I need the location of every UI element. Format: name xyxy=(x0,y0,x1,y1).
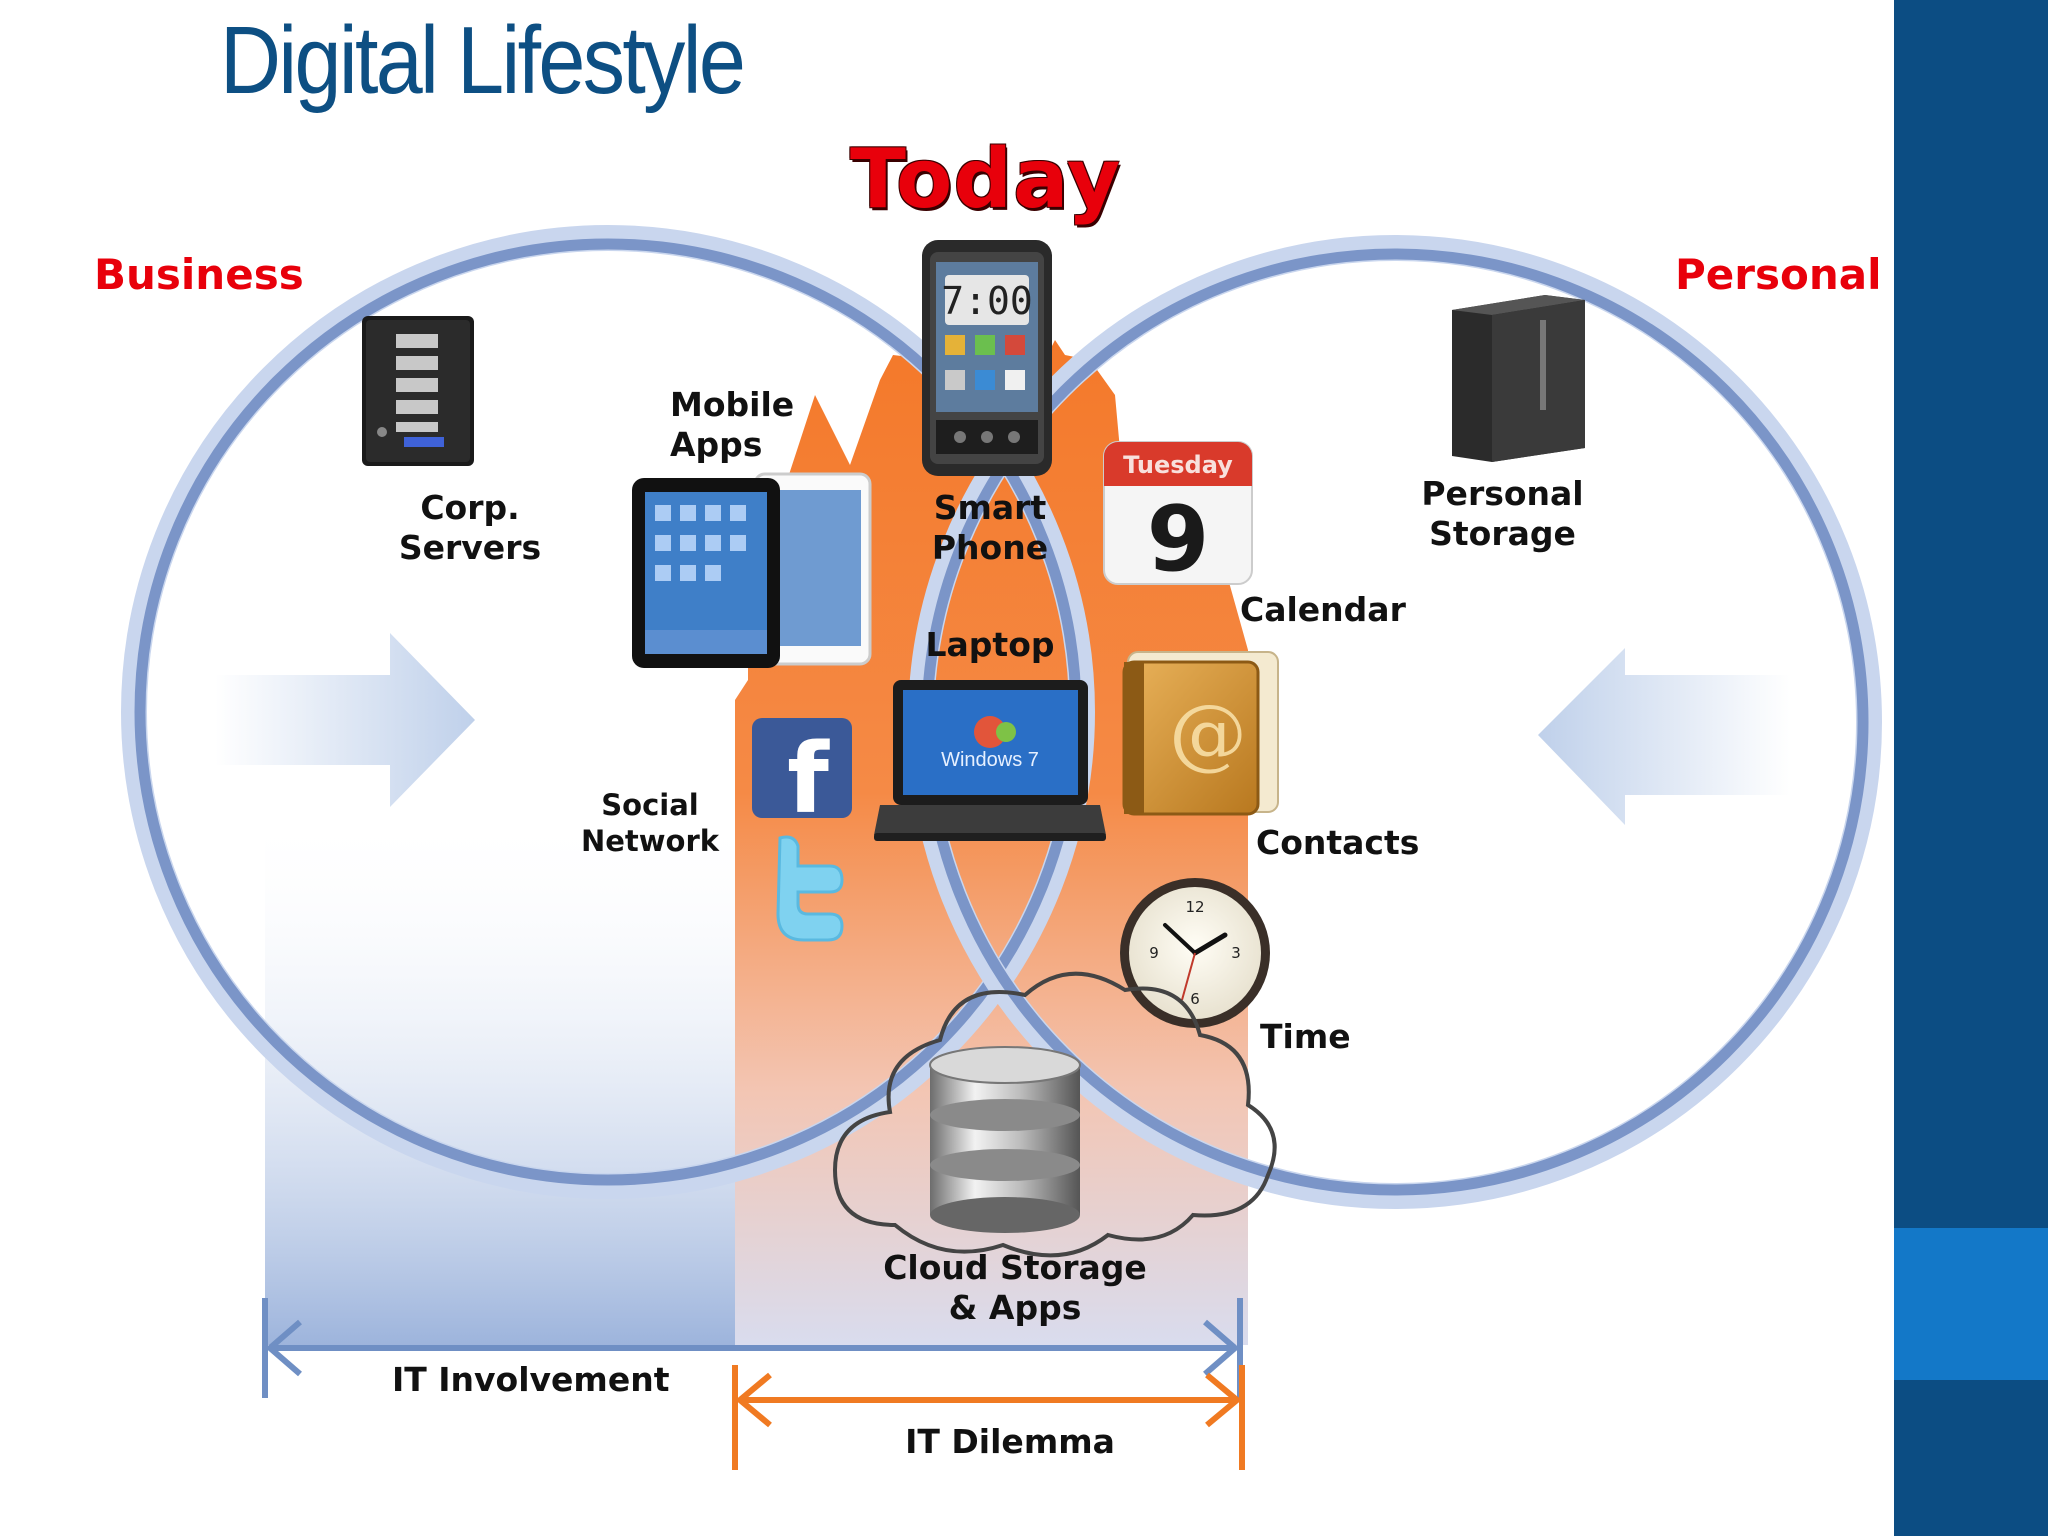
label-laptop: Laptop xyxy=(925,625,1055,664)
page-title: Digital Lifestyle xyxy=(220,7,746,114)
label-contacts: Contacts xyxy=(1256,823,1420,862)
label-corp-servers: Corp. Servers xyxy=(398,488,542,567)
tablet-icon xyxy=(632,472,872,668)
calendar-date-text: 9 xyxy=(1147,487,1210,592)
label-time: Time xyxy=(1260,1017,1351,1056)
twitter-icon xyxy=(776,835,844,942)
arrow-left-icon xyxy=(1538,648,1790,825)
calendar-day-text: Tuesday xyxy=(1123,451,1233,479)
clock-icon: 12 3 6 9 xyxy=(1120,878,1270,1028)
svg-text:6: 6 xyxy=(1190,990,1200,1008)
label-it-dilemma: IT Dilemma xyxy=(905,1422,1115,1461)
label-smart-phone: Smart Phone xyxy=(931,488,1049,567)
it-involvement-arrow xyxy=(262,1298,1243,1398)
arrow-right-icon xyxy=(215,633,475,807)
server-icon xyxy=(362,316,474,466)
label-social-network: Social Network xyxy=(580,788,720,858)
side-panel-accent xyxy=(1894,1228,2048,1380)
label-personal-storage: Personal Storage xyxy=(1421,474,1584,553)
svg-text:12: 12 xyxy=(1185,898,1204,916)
hard-drive-icon xyxy=(1452,295,1585,462)
label-calendar: Calendar xyxy=(1240,590,1406,629)
label-it-involvement: IT Involvement xyxy=(392,1360,670,1399)
phone-clock-text: 7:00 xyxy=(941,279,1033,323)
facebook-symbol-text: f xyxy=(787,723,830,835)
contacts-symbol-text: @ xyxy=(1169,689,1247,779)
it-dilemma-arrow xyxy=(732,1365,1245,1470)
cloud-icon xyxy=(832,971,1277,1258)
side-label-business: Business xyxy=(94,250,304,299)
facebook-icon: f xyxy=(752,718,852,835)
database-icon xyxy=(929,1046,1081,1233)
address-book-icon: @ xyxy=(1122,651,1279,816)
smartphone-icon: 7:00 xyxy=(922,240,1052,476)
svg-text:3: 3 xyxy=(1231,944,1241,962)
calendar-icon: Tuesday 9 xyxy=(1103,441,1253,592)
side-label-personal: Personal xyxy=(1675,250,1882,299)
label-cloud-storage: Cloud Storage & Apps xyxy=(883,1248,1147,1327)
laptop-os-text: Windows 7 xyxy=(941,749,1039,771)
subtitle-today: Today xyxy=(850,132,1122,227)
laptop-icon: Windows 7 xyxy=(874,680,1106,841)
it-involvement-zone xyxy=(265,810,735,1345)
label-mobile-apps: Mobile Apps xyxy=(670,385,795,464)
svg-text:9: 9 xyxy=(1149,944,1159,962)
